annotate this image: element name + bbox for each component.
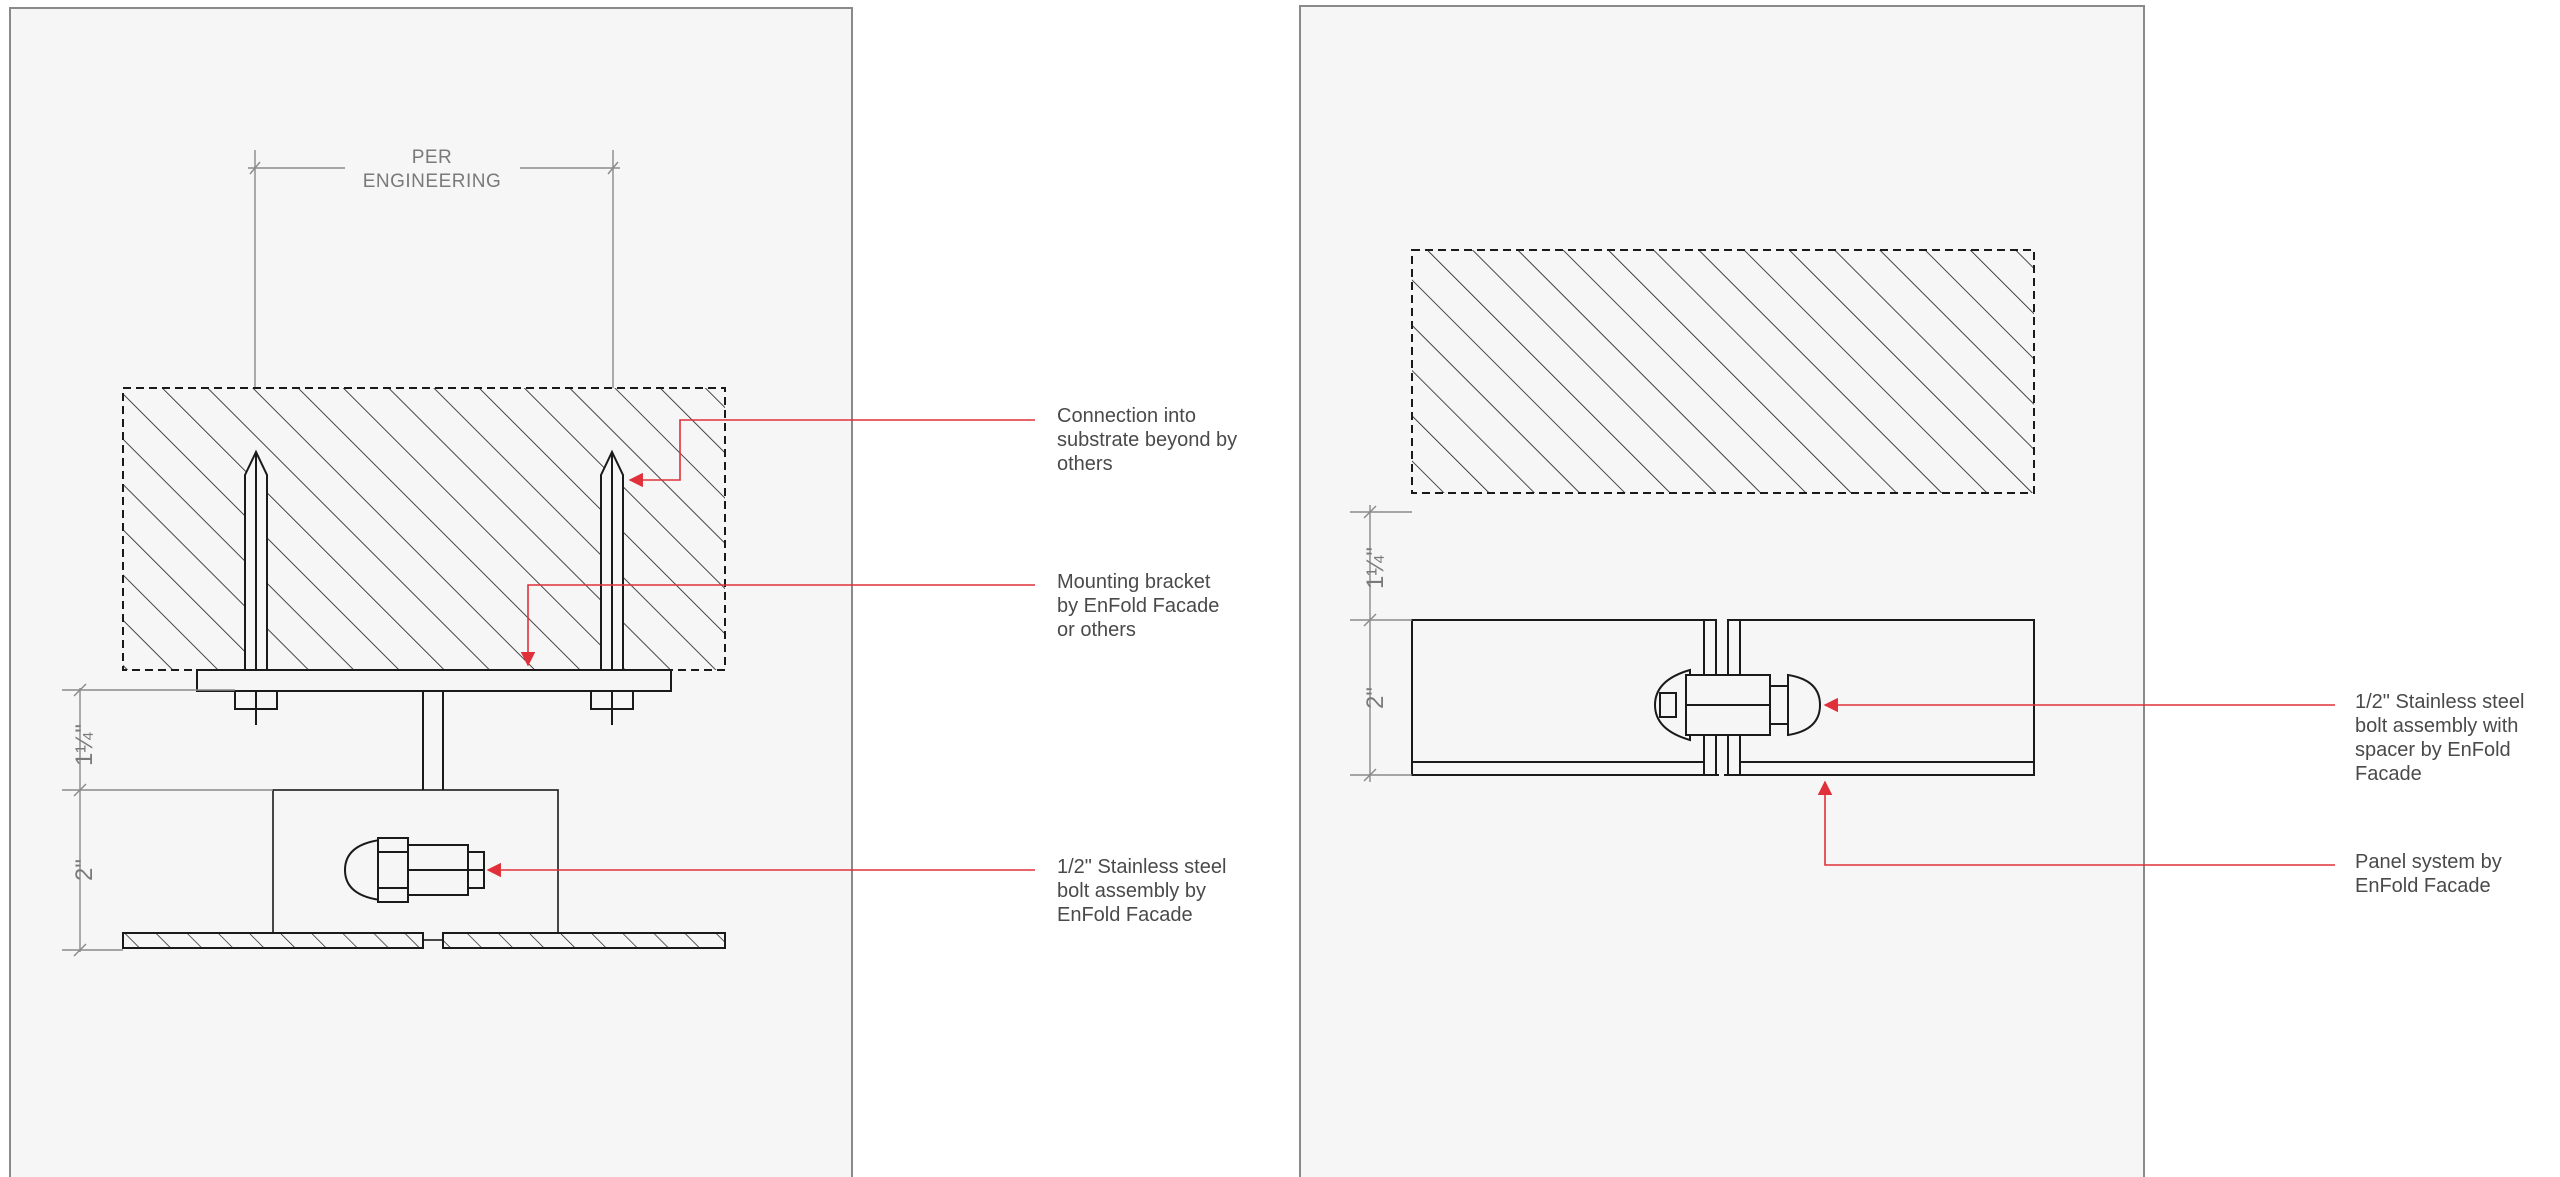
right-sheet-border bbox=[1299, 5, 2145, 1177]
right-vertical-dimensions bbox=[1350, 505, 1412, 782]
dim-engineering-label: ENGINEERING bbox=[363, 171, 502, 192]
callout-panel-system: Panel system by EnFold Facade bbox=[2355, 851, 2507, 897]
right-leaders bbox=[1817, 697, 2335, 866]
dim-panel-left: 2" bbox=[71, 859, 98, 881]
substrate-block bbox=[122, 387, 726, 671]
substrate-block-right bbox=[1411, 249, 2035, 494]
left-leaders bbox=[486, 419, 1035, 878]
panel-skin-right bbox=[442, 932, 726, 949]
callout-mounting-bracket: Mounting bracket by EnFold Facade or oth… bbox=[1057, 571, 1225, 641]
dim-gap-right: 1¼" bbox=[1362, 547, 1389, 589]
callout-substrate-connection: Connection into substrate beyond by othe… bbox=[1057, 405, 1243, 475]
anchor-right bbox=[600, 449, 624, 725]
dim-panel-right: 2" bbox=[1362, 687, 1389, 709]
dim-per-label: PER bbox=[412, 147, 453, 168]
dim-gap-left: 1¼" bbox=[71, 724, 98, 766]
panel-skin-left bbox=[122, 932, 424, 949]
right-detail-sheet: 1¼" 2" 1/2" Stainless steel bolt assembl… bbox=[1299, 5, 2530, 1177]
left-vertical-dimensions bbox=[62, 683, 273, 957]
callout-bolt-assembly: 1/2" Stainless steel bolt assembly by En… bbox=[1057, 856, 1232, 926]
bolt-assembly-right bbox=[1653, 668, 1822, 742]
left-detail-sheet: PER ENGINEERING bbox=[9, 7, 1243, 1177]
bolt-assembly-left bbox=[343, 837, 485, 903]
callout-bolt-assembly-spacer: 1/2" Stainless steel bolt assembly with … bbox=[2355, 691, 2530, 785]
